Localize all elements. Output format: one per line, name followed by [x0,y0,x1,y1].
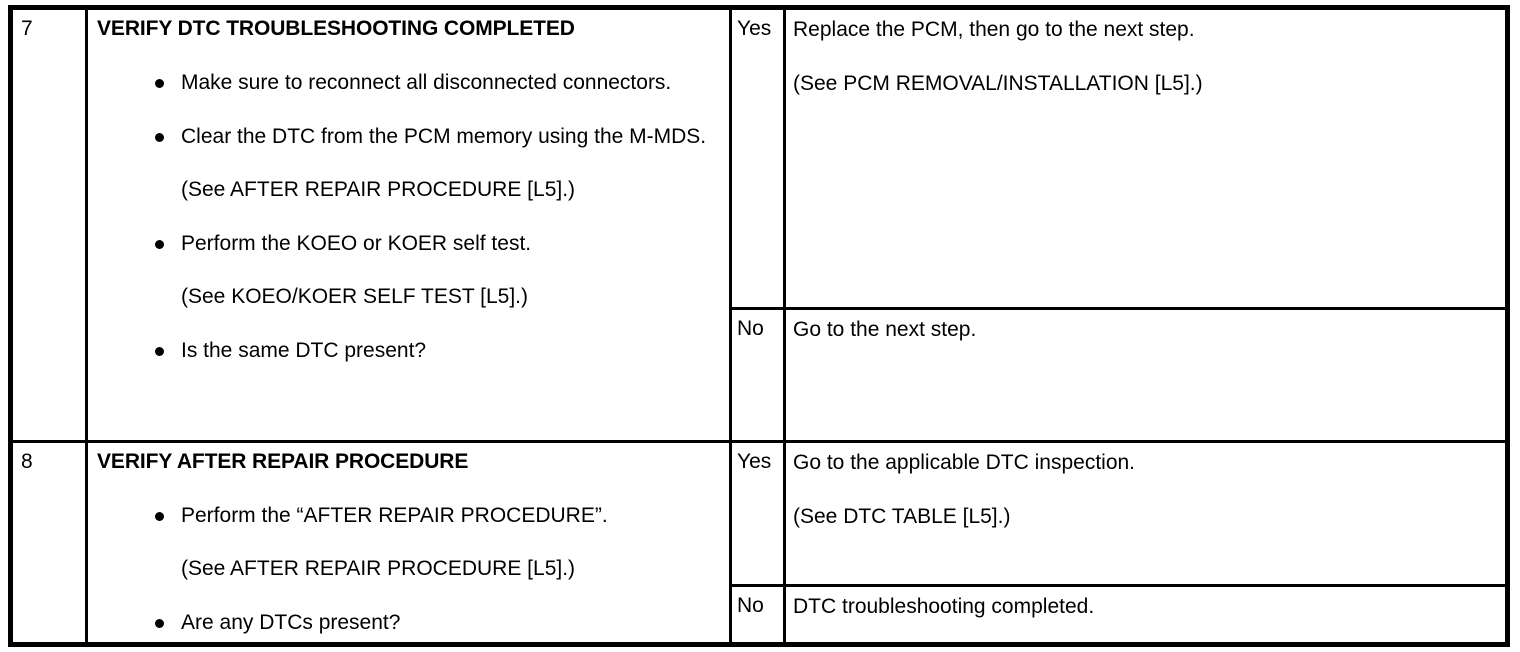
step-number-cell: 7 [21,17,33,40]
step-item-list: Perform the “AFTER REPAIR PROCEDURE”. (S… [97,502,719,636]
step-item: Perform the KOEO or KOER self test. [97,230,719,257]
column-rule-step-number [85,10,88,642]
step-item: Perform the “AFTER REPAIR PROCEDURE”. [97,502,719,529]
step-reference-note: (See KOEO/KOER SELF TEST [L5].) [181,285,529,308]
result-label-yes: Yes [737,17,772,40]
troubleshooting-table: 7 VERIFY DTC TROUBLESHOOTING COMPLETED M… [8,5,1510,647]
step-reference-note: (See AFTER REPAIR PROCEDURE [L5].) [181,178,576,201]
step-item: Make sure to reconnect all disconnected … [97,69,719,96]
result-action-cell: Go to the next step. [783,310,1505,440]
step-item: Clear the DTC from the PCM memory using … [97,123,719,150]
result-action-cell: Go to the applicable DTC inspection. (Se… [783,443,1505,584]
step-row-divider [13,440,1505,443]
result-label-no: No [737,317,764,340]
action-line: DTC troubleshooting completed. [793,595,1095,618]
column-rule-action [783,10,786,642]
action-line: Replace the PCM, then go to the next ste… [793,18,1195,41]
step-item: Are any DTCs present? [97,609,719,636]
step-reference-note: (See AFTER REPAIR PROCEDURE [L5].) [181,557,576,580]
result-label-no: No [737,594,764,617]
step-title: VERIFY DTC TROUBLESHOOTING COMPLETED [97,17,575,40]
result-divider [729,307,1505,310]
step-description-cell: VERIFY DTC TROUBLESHOOTING COMPLETED Mak… [85,10,729,440]
action-reference-note: (See PCM REMOVAL/INSTALLATION [L5].) [793,72,1203,95]
action-line: Go to the next step. [793,318,977,341]
step-item-list: Make sure to reconnect all disconnected … [97,69,719,364]
column-rule-result-label [729,10,732,642]
step-description-cell: VERIFY AFTER REPAIR PROCEDURE Perform th… [85,443,729,642]
step-title: VERIFY AFTER REPAIR PROCEDURE [97,450,469,473]
result-divider [729,584,1505,587]
result-action-cell: DTC troubleshooting completed. [783,587,1505,642]
step-number-cell: 8 [21,450,33,473]
result-action-cell: Replace the PCM, then go to the next ste… [783,10,1505,307]
action-reference-note: (See DTC TABLE [L5].) [793,505,1011,528]
action-line: Go to the applicable DTC inspection. [793,451,1136,474]
step-item: Is the same DTC present? [97,337,719,364]
result-label-yes: Yes [737,450,772,473]
